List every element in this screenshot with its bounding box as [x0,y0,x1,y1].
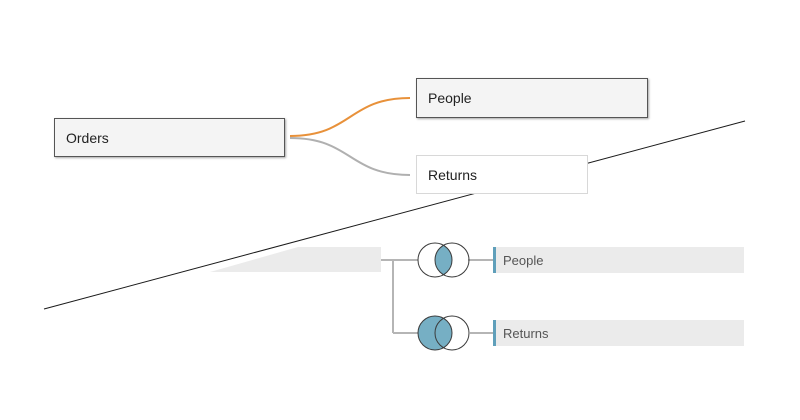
join-table-returns[interactable]: Returns [493,320,744,346]
table-node-returns[interactable]: Returns [416,155,588,194]
table-node-label: Returns [428,166,478,183]
relationship-link-people[interactable] [289,97,411,137]
table-node-label: Orders [66,129,109,146]
join-table-band [210,247,381,272]
table-node-label: People [428,90,472,106]
join-connectors [381,259,493,334]
inner-join-icon[interactable] [417,242,470,278]
table-node-people[interactable]: People [416,78,648,118]
join-table-label: People [503,252,544,268]
join-table-people[interactable]: People [493,247,744,273]
table-node-orders[interactable]: Orders [54,118,285,157]
join-table-label: Returns [503,325,549,341]
layer-divider [43,120,746,310]
left-join-icon[interactable] [417,315,470,351]
relationship-link-returns[interactable] [289,137,411,176]
